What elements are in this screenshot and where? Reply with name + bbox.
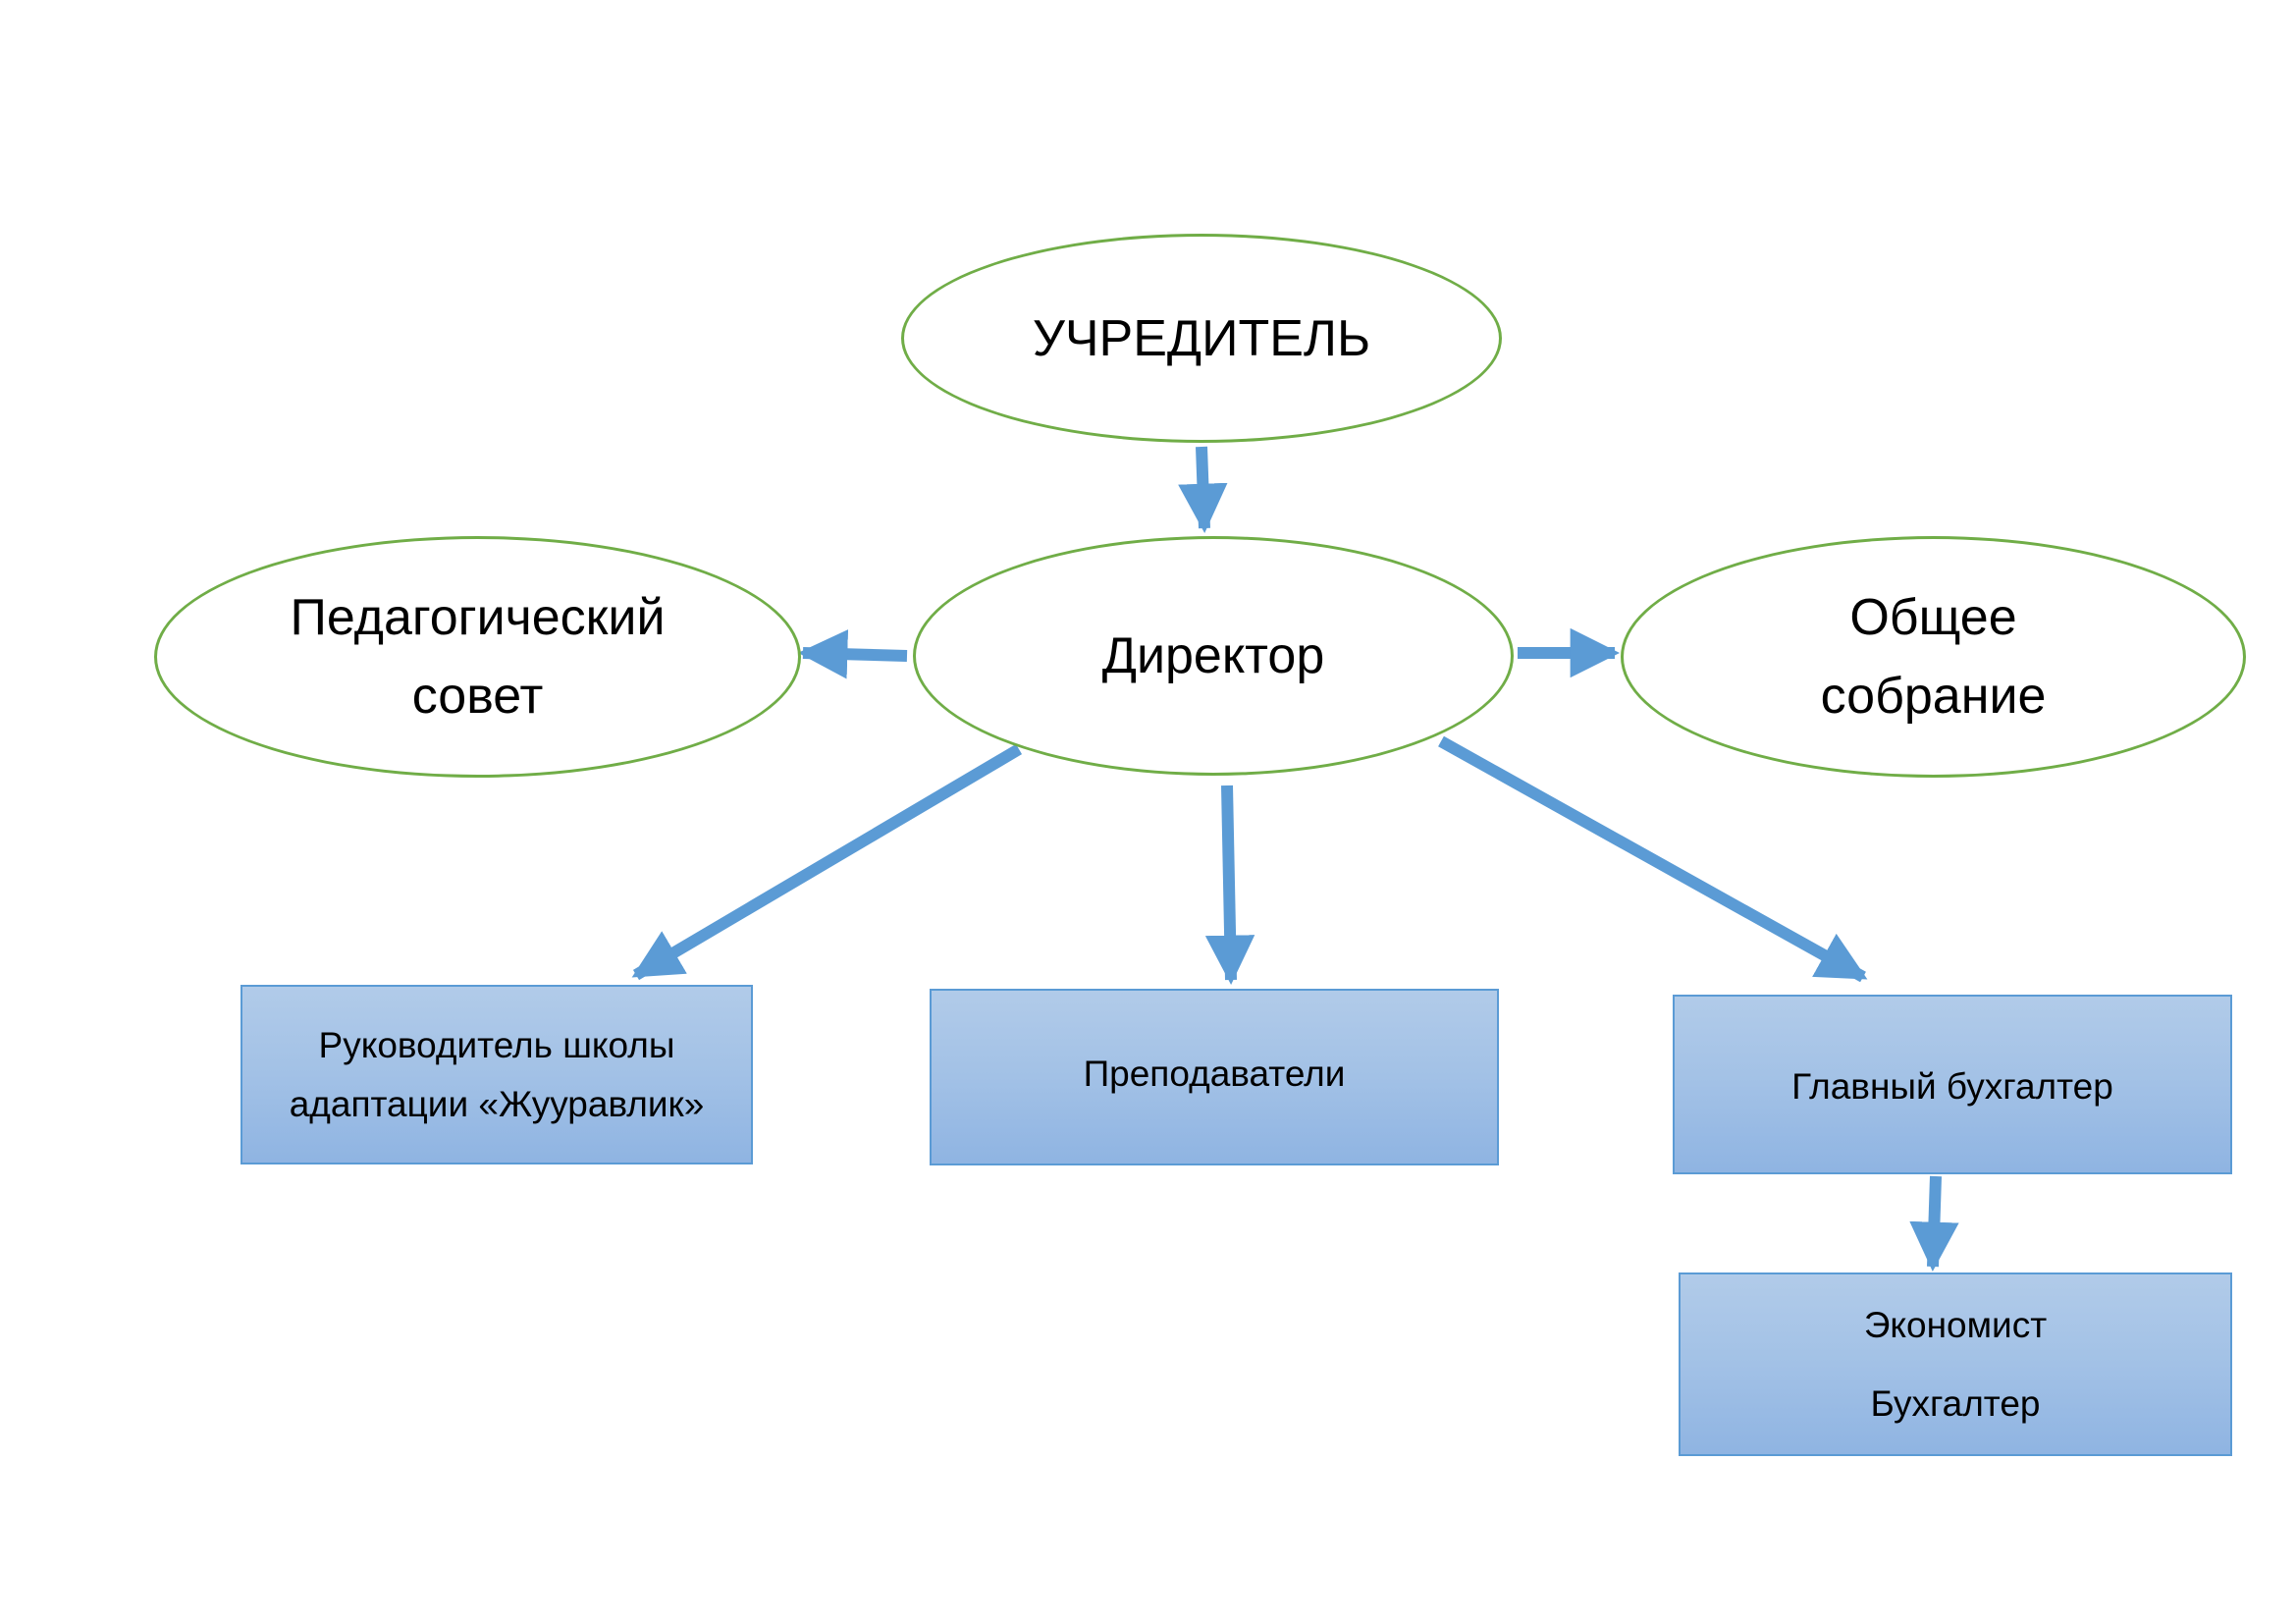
founder-node: УЧРЕДИТЕЛЬ <box>901 234 1502 443</box>
school-head-label-line2: адаптации «Жууравлик» <box>289 1083 705 1124</box>
chief-accountant-box: Главный бухгалтер <box>1673 995 2232 1174</box>
accountant-label: Бухгалтер <box>1870 1383 2041 1424</box>
arrow-director-to-teachers <box>1204 785 1255 986</box>
general-meeting-label-line2: собрание <box>1820 668 2047 725</box>
chief-accountant-label: Главный бухгалтер <box>1791 1066 2113 1107</box>
teachers-label: Преподаватели <box>1083 1054 1346 1094</box>
general-meeting-label-line1: Общее <box>1849 589 2017 646</box>
school-head-label-line1: Руководитель школы <box>318 1024 675 1065</box>
arrow-director-to-chief-accountant <box>1438 735 1868 983</box>
arrow-director-to-pedagogical-council <box>797 629 908 679</box>
arrow-founder-to-director <box>1178 446 1228 534</box>
general-meeting-node: Общее собрание <box>1621 536 2246 778</box>
economist-label: Экономист <box>1863 1305 2048 1345</box>
teachers-box: Преподаватели <box>930 989 1499 1165</box>
founder-label: УЧРЕДИТЕЛЬ <box>1032 309 1371 367</box>
pedagogical-council-node: Педагогический совет <box>154 536 801 778</box>
director-node: Директор <box>913 536 1514 776</box>
director-label: Директор <box>1101 627 1325 684</box>
staff-box: Экономист Бухгалтер <box>1679 1272 2232 1456</box>
arrow-director-to-school-head <box>631 743 1023 981</box>
arrow-chief-accountant-to-staff <box>1909 1175 1959 1272</box>
pedagogical-council-label-line1: Педагогический <box>290 589 666 646</box>
pedagogical-council-label-line2: совет <box>411 668 544 725</box>
school-head-box: Руководитель школы адаптации «Жууравлик» <box>240 985 753 1164</box>
